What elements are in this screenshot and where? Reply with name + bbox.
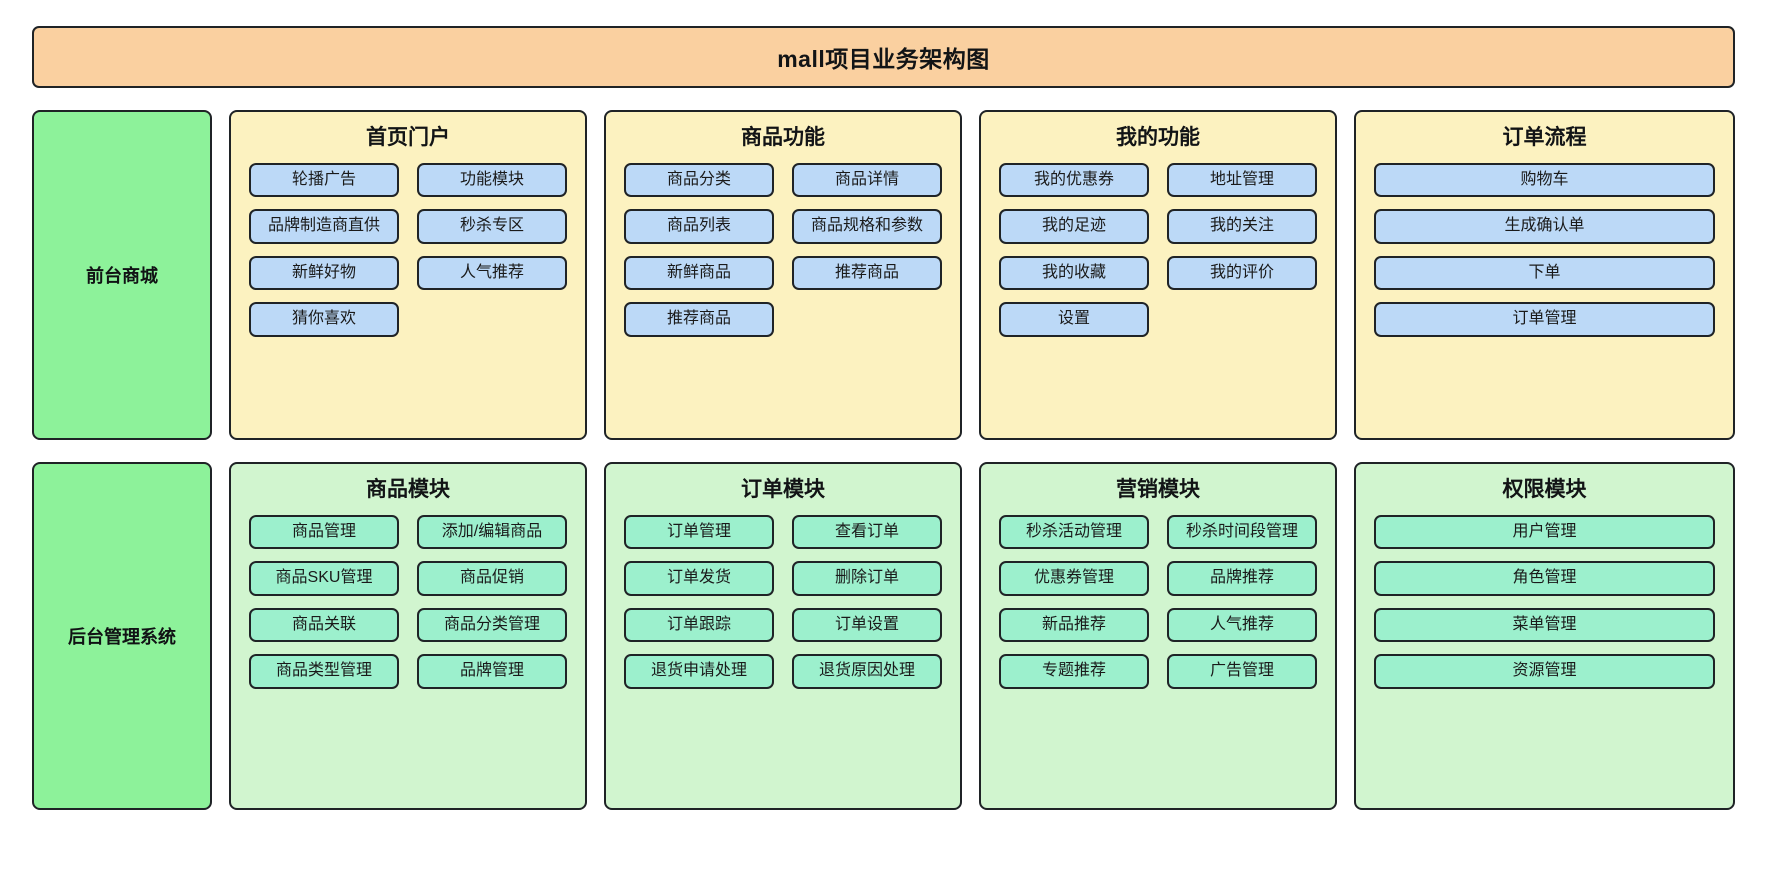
group-items: 我的优惠券 地址管理 我的足迹 我的关注 我的收藏 我的评价 设置	[999, 163, 1317, 337]
item-box[interactable]: 订单跟踪	[624, 607, 774, 643]
item-box[interactable]: 商品列表	[624, 209, 774, 244]
item-box[interactable]: 订单管理	[1374, 302, 1715, 337]
group-marketing-module: 营销模块 秒杀活动管理 秒杀时间段管理 优惠券管理 品牌推荐 新品推荐 人气推荐…	[979, 462, 1337, 810]
item-box[interactable]: 专题推荐	[999, 654, 1149, 689]
item-box[interactable]: 新品推荐	[999, 607, 1149, 643]
group-auth-module: 权限模块 用户管理 角色管理 菜单管理 资源管理	[1354, 462, 1735, 810]
item-box[interactable]: 下单	[1374, 255, 1715, 291]
item-box[interactable]: 查看订单	[792, 515, 942, 550]
item-box[interactable]: 优惠券管理	[999, 561, 1149, 596]
item-box[interactable]: 地址管理	[1167, 163, 1317, 198]
item-box[interactable]: 推荐商品	[792, 255, 942, 291]
item-box[interactable]: 商品分类	[624, 163, 774, 198]
item-box[interactable]: 猜你喜欢	[249, 302, 399, 337]
item-box[interactable]: 资源管理	[1374, 654, 1715, 689]
item-box[interactable]: 人气推荐	[417, 255, 567, 291]
item-box[interactable]: 我的关注	[1167, 209, 1317, 244]
item-box[interactable]: 品牌推荐	[1167, 561, 1317, 596]
group-order-flow: 订单流程 购物车 生成确认单 下单 订单管理	[1354, 110, 1735, 440]
group-items: 商品分类 商品详情 商品列表 商品规格和参数 新鲜商品 推荐商品 推荐商品	[624, 163, 942, 337]
item-box[interactable]: 退货申请处理	[624, 654, 774, 689]
item-box[interactable]: 商品详情	[792, 163, 942, 198]
item-box[interactable]: 设置	[999, 302, 1149, 337]
item-box[interactable]: 我的优惠券	[999, 163, 1149, 198]
group-title: 首页门户	[366, 126, 450, 149]
item-box[interactable]: 订单管理	[624, 515, 774, 550]
item-box[interactable]: 商品管理	[249, 515, 399, 550]
group-home-portal: 首页门户 轮播广告 功能模块 品牌制造商直供 秒杀专区 新鲜好物 人气推荐 猜你…	[229, 110, 587, 440]
tier-frontend: 前台商城 首页门户 轮播广告 功能模块 品牌制造商直供 秒杀专区 新鲜好物 人气…	[32, 110, 1735, 440]
item-box[interactable]: 品牌制造商直供	[249, 209, 399, 244]
item-box[interactable]: 人气推荐	[1167, 607, 1317, 643]
diagram-title-banner: mall项目业务架构图	[32, 26, 1735, 88]
item-box[interactable]: 退货原因处理	[792, 654, 942, 689]
group-product-module: 商品模块 商品管理 添加/编辑商品 商品SKU管理 商品促销 商品关联 商品分类…	[229, 462, 587, 810]
item-box[interactable]: 推荐商品	[624, 302, 774, 337]
item-box[interactable]: 品牌管理	[417, 654, 567, 689]
group-order-module: 订单模块 订单管理 查看订单 订单发货 删除订单 订单跟踪 订单设置 退货申请处…	[604, 462, 962, 810]
group-title: 我的功能	[1116, 126, 1200, 149]
item-box[interactable]: 商品关联	[249, 607, 399, 643]
item-box[interactable]: 用户管理	[1374, 515, 1715, 550]
item-box[interactable]: 我的足迹	[999, 209, 1149, 244]
item-box[interactable]: 新鲜商品	[624, 255, 774, 291]
group-items: 购物车 生成确认单 下单 订单管理	[1374, 163, 1715, 337]
group-title: 商品模块	[366, 478, 450, 501]
group-items: 订单管理 查看订单 订单发货 删除订单 订单跟踪 订单设置 退货申请处理 退货原…	[624, 515, 942, 689]
item-box[interactable]: 我的评价	[1167, 255, 1317, 291]
item-box[interactable]: 订单发货	[624, 561, 774, 596]
item-box[interactable]: 秒杀时间段管理	[1167, 515, 1317, 550]
item-box[interactable]: 我的收藏	[999, 255, 1149, 291]
group-items: 轮播广告 功能模块 品牌制造商直供 秒杀专区 新鲜好物 人气推荐 猜你喜欢	[249, 163, 567, 337]
group-my-features: 我的功能 我的优惠券 地址管理 我的足迹 我的关注 我的收藏 我的评价 设置	[979, 110, 1337, 440]
group-title: 权限模块	[1502, 478, 1587, 501]
group-items: 商品管理 添加/编辑商品 商品SKU管理 商品促销 商品关联 商品分类管理 商品…	[249, 515, 567, 689]
group-title: 订单模块	[741, 478, 825, 501]
item-box[interactable]: 删除订单	[792, 561, 942, 596]
item-box[interactable]: 秒杀活动管理	[999, 515, 1149, 550]
item-box[interactable]: 角色管理	[1374, 561, 1715, 596]
item-box[interactable]: 商品SKU管理	[249, 561, 399, 596]
item-box[interactable]: 轮播广告	[249, 163, 399, 198]
item-box[interactable]: 购物车	[1374, 163, 1715, 198]
item-box[interactable]: 商品分类管理	[417, 607, 567, 643]
group-title: 商品功能	[741, 126, 825, 149]
item-box[interactable]: 秒杀专区	[417, 209, 567, 244]
item-box[interactable]: 添加/编辑商品	[417, 515, 567, 550]
item-box[interactable]: 功能模块	[417, 163, 567, 198]
group-items: 秒杀活动管理 秒杀时间段管理 优惠券管理 品牌推荐 新品推荐 人气推荐 专题推荐…	[999, 515, 1317, 689]
item-box[interactable]: 新鲜好物	[249, 255, 399, 291]
tier-backend: 后台管理系统 商品模块 商品管理 添加/编辑商品 商品SKU管理 商品促销 商品…	[32, 462, 1735, 810]
item-box[interactable]: 商品促销	[417, 561, 567, 596]
tier-label-frontend: 前台商城	[32, 110, 212, 440]
group-product-features: 商品功能 商品分类 商品详情 商品列表 商品规格和参数 新鲜商品 推荐商品 推荐…	[604, 110, 962, 440]
item-box[interactable]: 商品规格和参数	[792, 209, 942, 244]
item-box[interactable]: 菜单管理	[1374, 607, 1715, 643]
item-box[interactable]: 广告管理	[1167, 654, 1317, 689]
group-title: 营销模块	[1116, 478, 1200, 501]
item-box[interactable]: 订单设置	[792, 607, 942, 643]
item-box[interactable]: 生成确认单	[1374, 209, 1715, 244]
item-box[interactable]: 商品类型管理	[249, 654, 399, 689]
group-items: 用户管理 角色管理 菜单管理 资源管理	[1374, 515, 1715, 689]
tier-label-backend: 后台管理系统	[32, 462, 212, 810]
group-title: 订单流程	[1502, 126, 1587, 149]
